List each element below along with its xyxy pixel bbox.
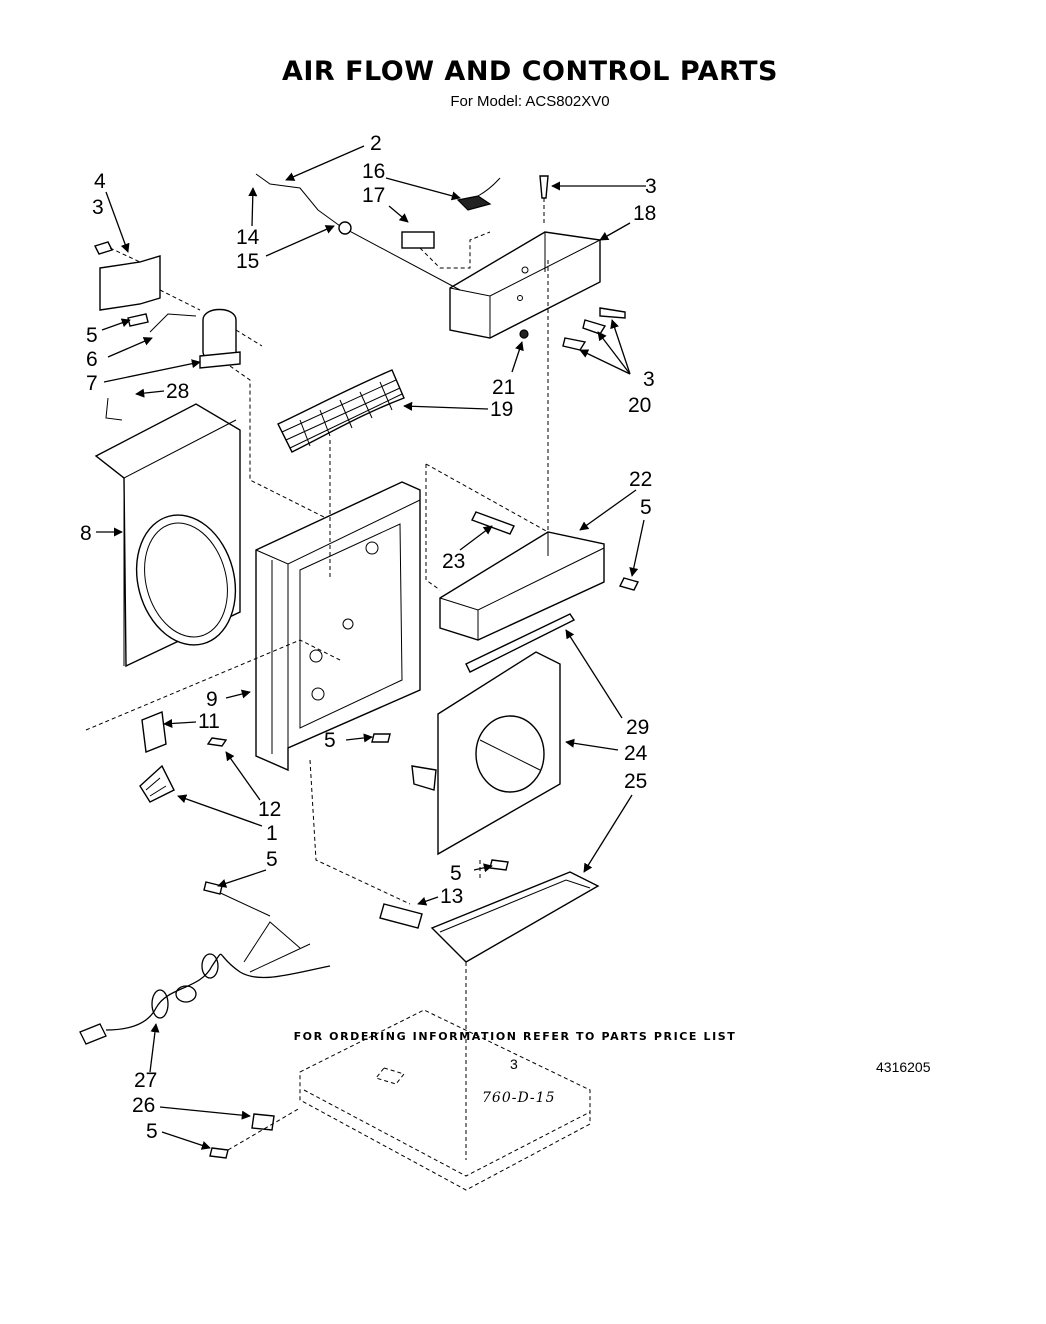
callout-1: 1 <box>266 822 278 845</box>
callout-5: 5 <box>640 496 652 519</box>
callout-2: 2 <box>370 132 382 155</box>
callout-9: 9 <box>206 688 218 711</box>
callout-5: 5 <box>146 1120 158 1143</box>
callout-8: 8 <box>80 522 92 545</box>
callout-26: 26 <box>132 1094 155 1117</box>
callout-3: 3 <box>645 175 657 198</box>
callout-21: 21 <box>492 376 515 399</box>
callout-16: 16 <box>362 160 385 183</box>
callout-7: 7 <box>86 372 98 395</box>
document-number: 4316205 <box>876 1059 931 1075</box>
page-number: 3 <box>510 1056 518 1072</box>
callout-3: 3 <box>92 196 104 219</box>
callout-4: 4 <box>94 170 106 193</box>
callout-12: 12 <box>258 798 281 821</box>
callout-18: 18 <box>633 202 656 225</box>
callout-3: 3 <box>643 368 655 391</box>
callout-6: 6 <box>86 348 98 371</box>
model-subtitle: For Model: ACS802XV0 <box>450 93 610 110</box>
callout-11: 11 <box>198 710 220 733</box>
callout-25: 25 <box>624 770 647 793</box>
callout-20: 20 <box>628 394 651 417</box>
callout-13: 13 <box>440 885 463 908</box>
callout-5: 5 <box>266 848 278 871</box>
callout-28: 28 <box>166 380 189 403</box>
callout-19: 19 <box>490 398 513 421</box>
handwritten-note: 760-D-15 <box>482 1090 556 1106</box>
page-title: AIR FLOW AND CONTROL PARTS <box>281 56 779 87</box>
callout-5: 5 <box>450 862 462 885</box>
callout-23: 23 <box>442 550 465 573</box>
callout-24: 24 <box>624 742 648 765</box>
callout-14: 14 <box>236 226 260 249</box>
callout-5: 5 <box>86 324 98 347</box>
callout-labels: 2 16 3 17 18 4 3 14 15 5 6 7 28 3 21 20 … <box>80 132 657 1143</box>
leader-lines <box>96 145 646 1150</box>
callout-15: 15 <box>236 250 259 273</box>
callout-5: 5 <box>324 729 336 752</box>
callout-29: 29 <box>626 716 649 739</box>
callout-17: 17 <box>362 184 385 207</box>
callout-22: 22 <box>629 468 652 491</box>
callout-27: 27 <box>134 1069 157 1092</box>
ordering-info: FOR ORDERING INFORMATION REFER TO PARTS … <box>293 1030 737 1043</box>
